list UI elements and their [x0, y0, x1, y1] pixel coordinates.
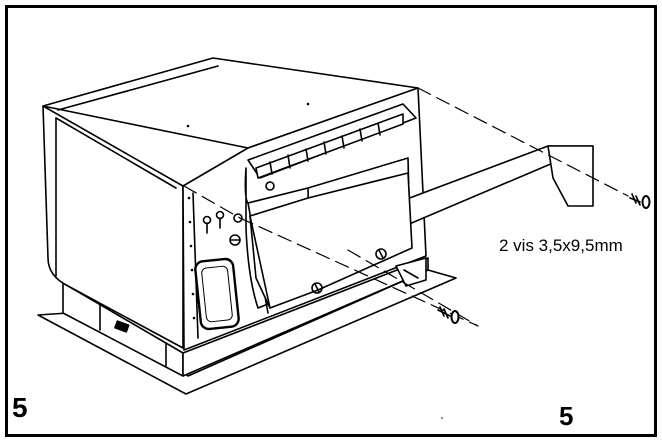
assembly-drawing: [37, 57, 651, 419]
step-number-right: 5: [559, 401, 574, 431]
instruction-panel: 5 5 2 vis 3,5x9,5mm: [5, 5, 657, 437]
housing-left-side: [42, 105, 184, 349]
bracket-side-flange: [547, 145, 594, 207]
vent-louvre: [247, 103, 417, 191]
screw-icon: [437, 306, 460, 324]
rivet-dots: [186, 102, 310, 320]
step-number-left: 5: [12, 392, 28, 423]
control-keys: [202, 210, 243, 246]
bracket-front-plate: [249, 172, 413, 309]
machine-base: [62, 257, 429, 377]
housing-window: [194, 257, 240, 331]
screw-icon: [629, 193, 651, 209]
screw-specification-label: 2 vis 3,5x9,5mm: [499, 236, 623, 255]
angle-bracket: [249, 145, 594, 309]
